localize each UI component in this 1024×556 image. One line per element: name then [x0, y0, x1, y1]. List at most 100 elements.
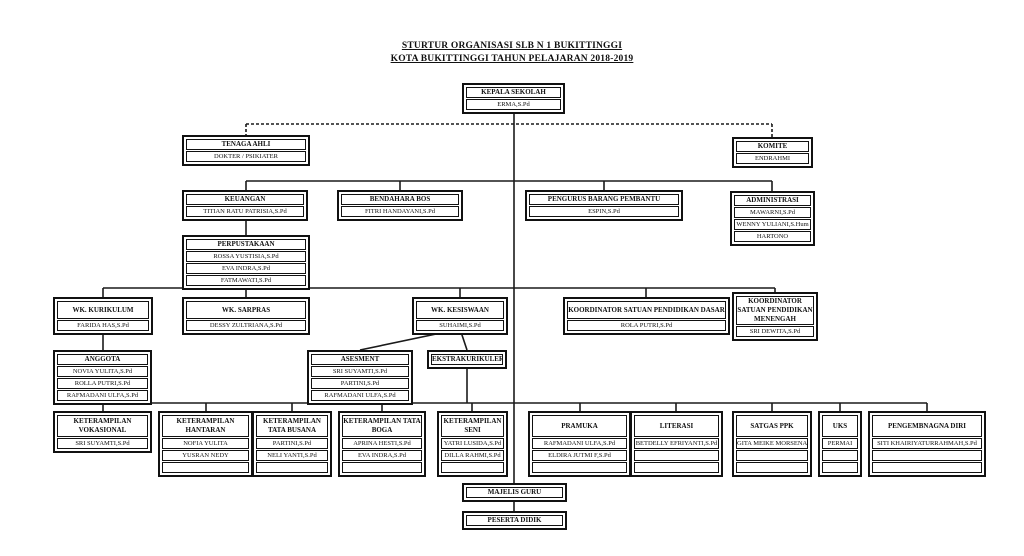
org-box-header: PESERTA DIDIK	[466, 515, 563, 526]
org-box-header: EKSTRAKURIKULER	[431, 354, 503, 365]
page-title: STURTUR ORGANISASI SLB N 1 BUKITTINGGI K…	[0, 40, 1024, 66]
org-box-member: EVA INDRA,S.Pd	[342, 450, 422, 461]
org-box-header: SATGAS PPK	[736, 415, 808, 437]
org-box-majelis-guru: MAJELIS GURU	[462, 483, 567, 502]
org-box-header: KOORDINATOR SATUAN PENDIDIKAN DASAR	[567, 301, 726, 319]
org-box-member: APRINA HESTI,S.Pd	[342, 438, 422, 449]
org-box-header-line: MAJELIS GURU	[487, 488, 542, 496]
org-box-ekstrakurikuler: EKSTRAKURIKULER	[427, 350, 507, 369]
org-box-header-line: ANGGOTA	[84, 355, 121, 363]
org-box-member	[162, 462, 249, 473]
org-box-header-line: ASESMENT	[340, 355, 380, 363]
org-box-member: SUHAIMI,S.Pd	[416, 320, 504, 331]
org-box-member	[872, 462, 982, 473]
org-box-header-line: VOKASIONAL	[78, 426, 127, 434]
org-box-header: WK. KESISWAAN	[416, 301, 504, 319]
org-box-member: PARTINI,S.Pd	[256, 438, 328, 449]
org-box-member: NELI YANTI,S.Pd	[256, 450, 328, 461]
org-box-member: YUSRAN NEDY	[162, 450, 249, 461]
org-box-header: PERPUSTAKAAN	[186, 239, 306, 250]
org-box-header-line: TATA BUSANA	[267, 426, 317, 434]
org-box-member	[872, 450, 982, 461]
org-box-header-line: SENI	[464, 426, 481, 434]
org-box-header-line: SATUAN PENDIDIKAN	[737, 306, 813, 314]
org-box-member	[736, 450, 808, 461]
org-box-member	[634, 462, 719, 473]
org-box-header: UKS	[822, 415, 858, 437]
org-box-wk-sarpras: WK. SARPRAS DESSY ZULTRIANA,S.Pd	[182, 297, 310, 335]
org-box-header: ADMINISTRASI	[734, 195, 811, 206]
org-box-header-line: KOORDINATOR	[748, 297, 802, 305]
org-box-member: NOVIA YULITA,S.Pd	[57, 366, 148, 377]
org-box-header-line: PRAMUKA	[561, 421, 598, 430]
org-box-header: TENAGA AHLI	[186, 139, 306, 150]
org-box-header-line: KEPALA SEKOLAH	[481, 88, 546, 96]
org-box-member: DESSY ZULTRIANA,S.Pd	[186, 320, 306, 331]
org-box-member: DILLA RAHMI,S.Pd	[441, 450, 504, 461]
org-box-header-line: KEUANGAN	[224, 195, 266, 203]
org-box-header-line: KETERAMPILAN	[443, 417, 502, 425]
org-box-member: ERMA,S.Pd	[466, 99, 561, 110]
org-box-header-line: KETERAMPILAN	[263, 417, 321, 425]
org-box-member: ROLA PUTRI,S.Pd	[567, 320, 726, 331]
org-box-header: KEUANGAN	[186, 194, 304, 205]
org-box-member: EVA INDRA,S.Pd	[186, 263, 306, 274]
org-box-header: WK. KURIKULUM	[57, 301, 149, 319]
org-box-member	[822, 462, 858, 473]
title-line-2: KOTA BUKITTINGGI TAHUN PELAJARAN 2018-20…	[390, 54, 634, 64]
org-box-member: GITA MEIKE MORSENA	[736, 438, 808, 449]
org-box-member: FITRI HANDAYANI,S.Pd	[341, 206, 459, 217]
org-box-member: YATRI LUSIDA,S.Pd	[441, 438, 504, 449]
org-box-header-line: KETERAMPILAN	[73, 417, 132, 425]
org-box-member: TITIAN RATU PATRISIA,S.Pd	[186, 206, 304, 217]
org-box-member: ROSSA YUSTISIA,S.Pd	[186, 251, 306, 262]
org-box-member	[822, 450, 858, 461]
org-box-member	[441, 462, 504, 473]
org-box-member: ROLLA PUTRI,S.Pd	[57, 378, 148, 389]
org-box-member: SRI SUYAMTI,S.Pd	[311, 366, 409, 377]
org-box-member	[256, 462, 328, 473]
org-box-member: SRI SUYAMTI,S.Pd	[57, 438, 148, 449]
org-box-keuangan: KEUANGAN TITIAN RATU PATRISIA,S.Pd	[182, 190, 308, 221]
org-box-header-line: PENGURUS BARANG PEMBANTU	[547, 195, 661, 203]
org-box-member: ESPIN,S.Pd	[529, 206, 679, 217]
org-box-header: PENGEMBNAGNA DIRI	[872, 415, 982, 437]
org-box-header: LITERASI	[634, 415, 719, 437]
org-box-header: MAJELIS GURU	[466, 487, 563, 498]
org-box-satgas-ppk: SATGAS PPK GITA MEIKE MORSENA	[732, 411, 812, 477]
org-box-member	[736, 462, 808, 473]
org-box-pengurus-barang-pembantu: PENGURUS BARANG PEMBANTU ESPIN,S.Pd	[525, 190, 683, 221]
org-box-header-line: TENAGA AHLI	[221, 140, 271, 148]
org-box-member: PERMAI	[822, 438, 858, 449]
org-box-member: PARTINI,S.Pd	[311, 378, 409, 389]
org-box-member: RAFMADANI ULFA,S.Pd	[57, 390, 148, 401]
org-box-header-line: UKS	[832, 421, 848, 430]
org-box-header: WK. SARPRAS	[186, 301, 306, 319]
org-box-header-line: WK. SARPRAS	[221, 305, 271, 314]
org-box-member: SITI KHAIRIYATURRAHMAH,S.Pd	[872, 438, 982, 449]
org-box-header-line: WK. KURIKULUM	[72, 305, 134, 314]
org-box-header-line: EKSTRAKURIKULER	[432, 355, 503, 363]
org-box-header-line: HANTARAN	[185, 426, 226, 434]
org-box-header-line: SATGAS PPK	[750, 421, 794, 430]
org-box-member: RAFMADANI ULFA,S.Pd	[532, 438, 627, 449]
org-box-member: MAWARNI,S.Pd	[734, 207, 811, 218]
org-box-header-line: MENENGAH	[754, 315, 796, 323]
